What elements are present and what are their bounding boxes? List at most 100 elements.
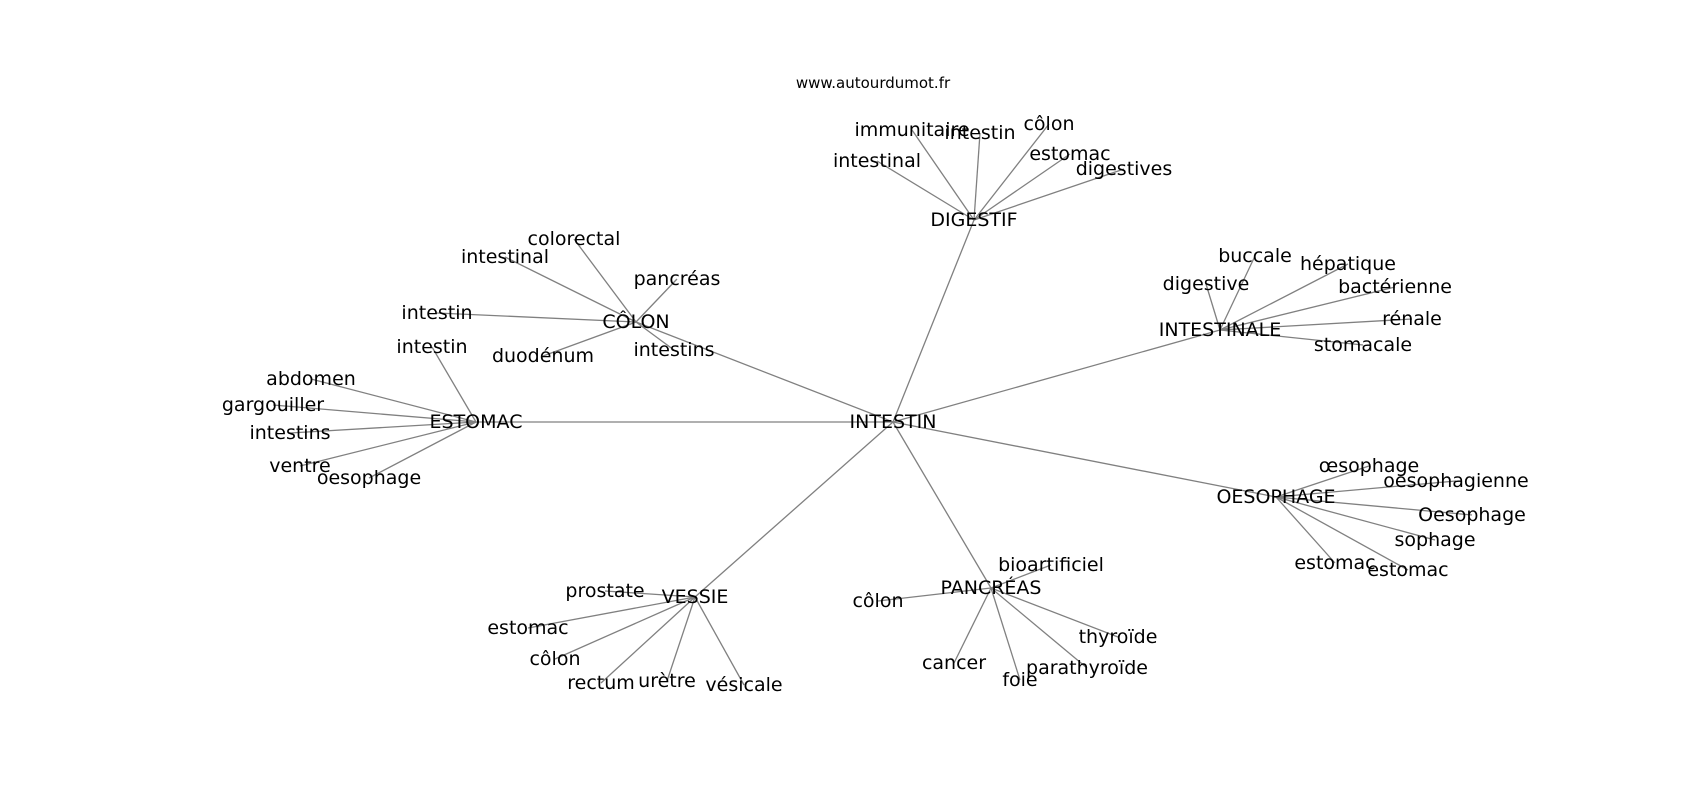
edge-intestinale-4	[1219, 318, 1413, 331]
edge-oesophage-2	[1275, 496, 1473, 516]
edge-colon-3	[436, 312, 637, 323]
leaf-node-oesophage-5[interactable]: estomac	[1367, 559, 1448, 581]
leaf-node-estomac-1[interactable]: abdomen	[266, 368, 356, 390]
leaf-node-intestinale-0[interactable]: buccale	[1218, 245, 1292, 267]
leaf-node-intestinale-3[interactable]: bactérienne	[1338, 276, 1452, 298]
hub-node-intestinale[interactable]: INTESTINALE	[1159, 319, 1282, 341]
leaf-node-colon-5[interactable]: intestins	[633, 339, 714, 361]
leaf-node-vessie-2[interactable]: côlon	[529, 648, 580, 670]
edge-oesophage-1	[1275, 480, 1457, 498]
leaf-node-digestif-2[interactable]: côlon	[1023, 113, 1074, 135]
leaf-node-colon-0[interactable]: colorectal	[528, 228, 621, 250]
edge-vessie-3	[600, 596, 696, 684]
edge-digestif-1	[973, 132, 981, 221]
leaf-node-oesophage-4[interactable]: estomac	[1294, 552, 1375, 574]
edge-colon-1	[504, 256, 637, 323]
leaf-node-digestif-5[interactable]: digestives	[1076, 158, 1173, 180]
edge-intestinale-2	[1205, 283, 1221, 331]
edge-oesophage-4	[1275, 496, 1336, 564]
leaf-node-vessie-0[interactable]: prostate	[565, 580, 644, 602]
leaf-node-colon-2[interactable]: pancréas	[634, 268, 721, 290]
edge-oesophage-5	[1275, 496, 1409, 571]
edge-estomac-1	[310, 378, 477, 423]
graph-edges	[272, 123, 1473, 686]
leaf-node-vessie-1[interactable]: estomac	[487, 617, 568, 639]
graph-labels: www.autourdumot.fr INTESTIN CÔLON colorec…	[222, 74, 1529, 696]
edge-center-colon	[635, 321, 894, 423]
leaf-node-pancreas-5[interactable]: foie	[1002, 669, 1037, 691]
edge-center-pancreas	[892, 421, 992, 589]
leaf-node-pancreas-0[interactable]: bioartificiel	[998, 554, 1104, 576]
leaf-node-oesophage-1[interactable]: oesophagienne	[1383, 470, 1528, 492]
leaf-node-estomac-2[interactable]: gargouiller	[222, 394, 324, 416]
edge-pancreas-0	[990, 564, 1052, 589]
edge-colon-0	[573, 238, 637, 323]
hub-node-pancreas[interactable]: PANCRÉAS	[941, 576, 1042, 599]
leaf-node-estomac-0[interactable]: intestin	[396, 336, 467, 358]
edge-digestif-5	[973, 168, 1125, 221]
edge-center-digestif	[892, 219, 975, 423]
hub-node-estomac[interactable]: ESTOMAC	[430, 411, 523, 433]
edge-estomac-0	[431, 346, 477, 423]
leaf-node-oesophage-2[interactable]: Oesophage	[1418, 504, 1526, 526]
leaf-node-estomac-4[interactable]: ventre	[269, 455, 331, 477]
edge-estomac-3	[289, 421, 477, 434]
leaf-node-intestinale-5[interactable]: stomacale	[1314, 334, 1412, 356]
edge-digestif-3	[973, 153, 1071, 221]
edge-vessie-2	[554, 596, 696, 660]
edge-intestinale-3	[1219, 286, 1396, 331]
leaf-node-pancreas-4[interactable]: parathyroïde	[1026, 657, 1148, 679]
leaf-node-colon-3[interactable]: intestin	[401, 302, 472, 324]
edge-intestinale-1	[1219, 263, 1349, 331]
hub-node-colon[interactable]: CÔLON	[602, 309, 669, 333]
leaf-node-vessie-3[interactable]: rectum	[567, 672, 635, 694]
leaf-node-digestif-0[interactable]: immunitaire	[854, 119, 969, 141]
center-node[interactable]: INTESTIN	[850, 411, 937, 433]
edge-digestif-0	[911, 129, 975, 221]
edge-colon-2	[635, 278, 678, 323]
leaf-node-vessie-5[interactable]: vésicale	[705, 674, 782, 696]
leaf-node-intestinale-2[interactable]: digestive	[1163, 273, 1250, 295]
edge-pancreas-4	[990, 587, 1088, 669]
edge-pancreas-5	[990, 587, 1021, 681]
edge-vessie-0	[604, 590, 696, 598]
leaf-node-intestinale-4[interactable]: rénale	[1382, 308, 1442, 330]
leaf-node-colon-4[interactable]: duodénum	[492, 345, 594, 367]
edge-estomac-2	[272, 404, 477, 423]
leaf-node-pancreas-1[interactable]: côlon	[852, 590, 903, 612]
edge-intestinale-5	[1219, 329, 1364, 346]
leaf-node-estomac-5[interactable]: oesophage	[317, 467, 421, 489]
leaf-node-digestif-4[interactable]: intestinal	[833, 150, 921, 172]
leaf-node-digestif-1[interactable]: intestin	[944, 122, 1015, 144]
edge-vessie-4	[666, 596, 696, 682]
edge-center-oesophage	[892, 421, 1277, 498]
leaf-node-pancreas-2[interactable]: thyroïde	[1079, 626, 1158, 648]
leaf-node-oesophage-3[interactable]: sophage	[1394, 529, 1475, 551]
edge-estomac-4	[299, 421, 477, 467]
edge-pancreas-2	[990, 587, 1119, 638]
edge-digestif-4	[876, 160, 975, 221]
edge-colon-4	[542, 321, 637, 357]
edge-pancreas-1	[877, 587, 992, 602]
edge-vessie-5	[694, 596, 745, 686]
source-url[interactable]: www.autourdumot.fr	[796, 74, 951, 92]
edge-oesophage-0	[1275, 465, 1370, 498]
edge-estomac-5	[368, 421, 477, 479]
leaf-node-digestif-3[interactable]: estomac	[1029, 143, 1110, 165]
edge-oesophage-3	[1275, 496, 1436, 541]
edge-pancreas-3	[953, 587, 992, 664]
leaf-node-colon-1[interactable]: intestinal	[461, 246, 549, 268]
edge-vessie-1	[527, 596, 696, 629]
hub-node-oesophage[interactable]: OESOPHAGE	[1216, 486, 1335, 508]
edge-center-vessie	[694, 421, 894, 598]
leaf-node-estomac-3[interactable]: intestins	[249, 422, 330, 444]
edge-digestif-2	[973, 123, 1050, 221]
leaf-node-vessie-4[interactable]: urètre	[638, 670, 696, 692]
leaf-node-pancreas-3[interactable]: cancer	[922, 652, 986, 674]
leaf-node-oesophage-0[interactable]: œsophage	[1319, 455, 1419, 477]
hub-node-vessie[interactable]: VESSIE	[662, 586, 729, 608]
leaf-node-intestinale-1[interactable]: hépatique	[1300, 253, 1396, 275]
hub-node-digestif[interactable]: DIGESTIF	[930, 209, 1017, 231]
edge-colon-5	[635, 321, 675, 351]
